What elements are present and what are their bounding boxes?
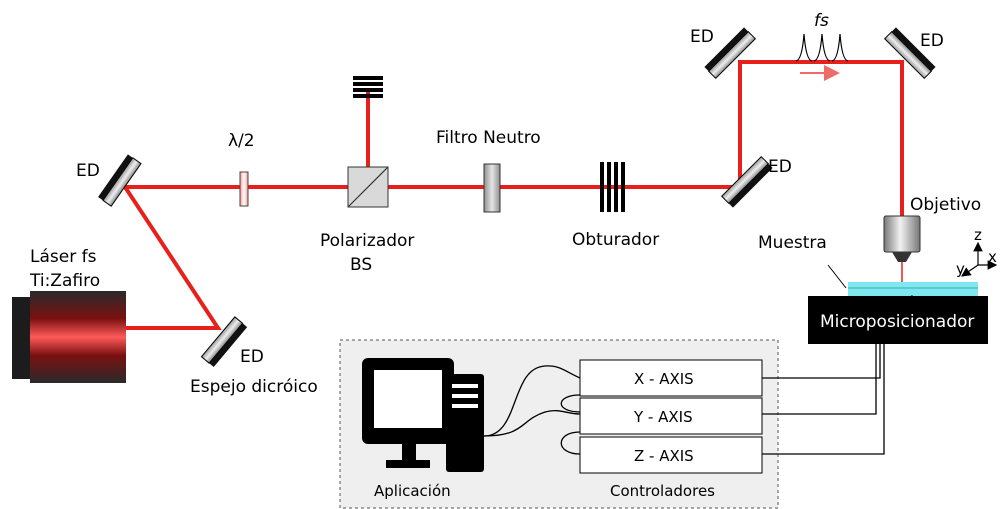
axes-icon [961, 241, 998, 277]
sample-label: Muestra [758, 233, 827, 253]
half-wave-label: λ/2 [228, 131, 255, 151]
half-wave-plate [239, 171, 249, 207]
x-axis-controller [579, 359, 763, 397]
neutral-filter [483, 163, 501, 213]
z-axis-label: Z - AXIS [634, 447, 694, 465]
micropositioner [808, 296, 988, 344]
laser-source [12, 291, 126, 383]
mirror-ed-left [98, 154, 142, 207]
sample-pointer [827, 264, 847, 289]
z-axis-controller [579, 436, 763, 474]
shutter-label: Obturador [572, 230, 659, 250]
shutter [600, 162, 625, 212]
mirror-ed-top-left [704, 27, 757, 80]
mirror-ed-left-label: ED [76, 161, 100, 181]
polarizer-label-line1: Polarizador [320, 231, 414, 251]
sample [848, 282, 978, 296]
dichroic-mirror [200, 316, 248, 367]
dichroic-label: Espejo dicróico [190, 377, 318, 397]
cables [483, 344, 885, 455]
neutral-filter-label: Filtro Neutro [436, 128, 541, 148]
controllers-label: Controladores [610, 482, 715, 500]
dichroic-ed-label: ED [240, 347, 264, 367]
polarizer-label-line2: BS [350, 255, 372, 275]
axis-z-label: z [974, 226, 982, 244]
micropositioner-label: Microposicionador [820, 312, 974, 332]
mirror-ed-top-right [883, 27, 936, 80]
laser-label-line1: Láser fs [30, 247, 97, 267]
mirror-ed-top-right-label: ED [920, 31, 944, 51]
laser-label-line2: Ti:Zafiro [29, 271, 100, 291]
pulse-train-icon [795, 33, 849, 62]
computer-icon [362, 358, 484, 472]
axis-x-label: x [988, 248, 997, 266]
mirror-ed-top-left-label: ED [690, 27, 714, 47]
application-label: Aplicación [374, 482, 451, 500]
mirror-ed-lower-right [720, 155, 773, 208]
pulses-label: fs [814, 11, 829, 31]
axis-y-label: y [956, 260, 965, 278]
beam-dump [353, 76, 383, 98]
x-axis-label: X - AXIS [634, 370, 694, 388]
objective-label: Objetivo [910, 195, 981, 215]
mirror-ed-lower-right-label: ED [768, 157, 792, 177]
objective-lens [883, 215, 921, 262]
y-axis-controller [579, 397, 763, 435]
y-axis-label: Y - AXIS [633, 408, 693, 426]
polarizer-bs [347, 166, 389, 208]
